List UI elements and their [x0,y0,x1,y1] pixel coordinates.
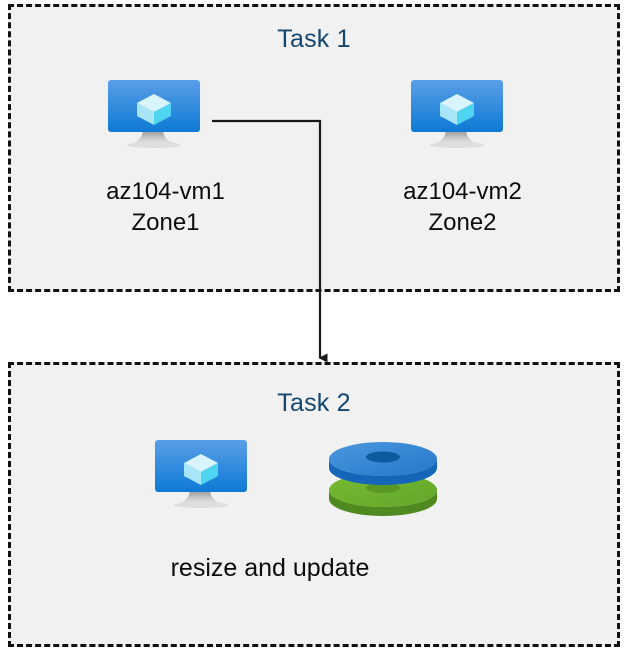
vm2-label: az104-vm2 Zone2 [403,178,522,236]
virtual-machine-icon-vm2[interactable] [411,80,515,158]
task-2-container [8,362,620,647]
virtual-machine-icon-vm1[interactable] [108,80,212,158]
task-1-title: Task 1 [277,25,351,53]
task-2-title: Task 2 [277,389,351,417]
virtual-machine-icon-task2[interactable] [155,440,259,518]
task-2-caption: resize and update [170,554,370,582]
managed-disks-icon[interactable] [327,440,439,520]
vm1-label: az104-vm1 Zone1 [106,178,225,236]
